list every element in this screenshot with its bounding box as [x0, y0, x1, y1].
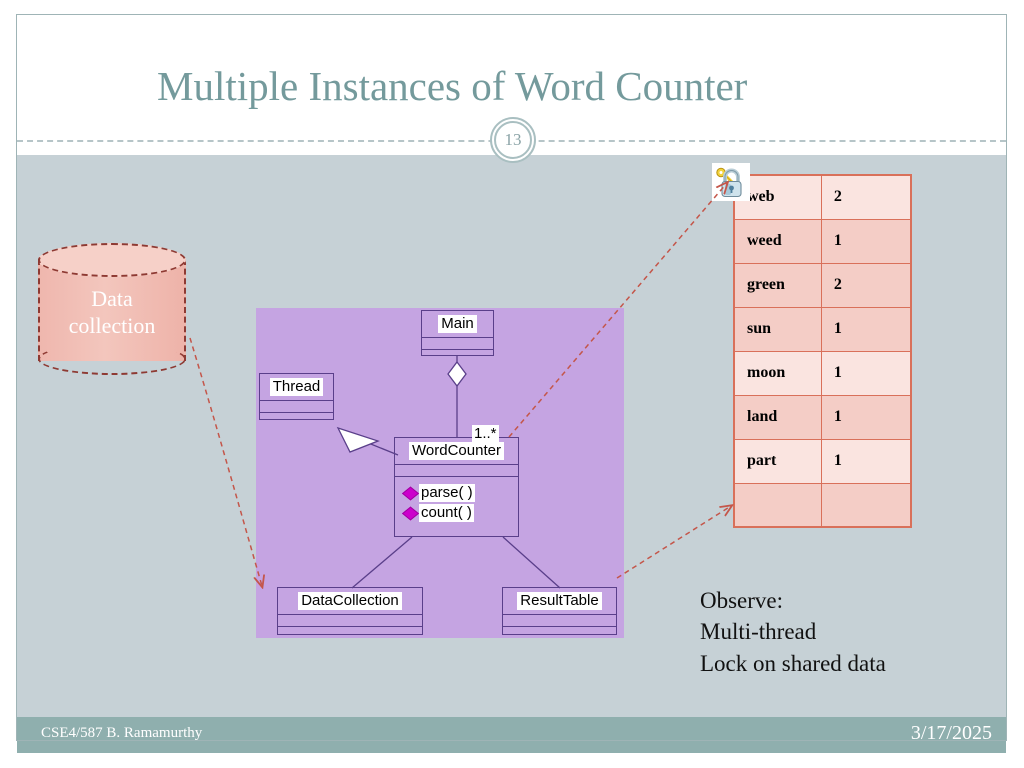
uml-main-attributes	[422, 338, 493, 349]
uml-class-main[interactable]: Main	[421, 310, 494, 356]
table-row: part 1	[733, 438, 912, 484]
table-cell-count: 1	[820, 306, 912, 352]
uml-main-sep-1	[422, 337, 493, 338]
uml-thread-sep-2	[260, 412, 333, 413]
uml-class-resulttable-name: ResultTable	[517, 591, 602, 611]
uml-method-row: parse( )	[401, 483, 518, 503]
table-cell-word	[733, 482, 822, 528]
uml-resulttable-attributes	[503, 615, 616, 626]
uml-class-datacollection-name: DataCollection	[298, 591, 402, 611]
page-number-text: 13	[504, 130, 522, 149]
uml-class-thread[interactable]: Thread	[259, 373, 334, 420]
table-row: web 2	[733, 174, 912, 220]
word-count-table-body: web 2 weed 1 green 2 sun 1 moon 1 land 1	[733, 174, 912, 528]
uml-class-resulttable-name-row: ResultTable	[503, 588, 616, 614]
uml-class-main-name: Main	[438, 314, 477, 334]
table-cell-count: 1	[820, 218, 912, 264]
uml-datacollection-attributes	[278, 615, 422, 626]
uml-datacollection-sep-2	[278, 626, 422, 627]
cylinder-label-line1: Data	[91, 286, 133, 311]
table-cell-count: 2	[820, 262, 912, 308]
method-bullet-diamond-icon	[401, 506, 420, 520]
table-row: moon 1	[733, 350, 912, 396]
page-number-badge: 13	[490, 117, 538, 165]
observe-line-3: Lock on shared data	[700, 650, 886, 676]
footer-date: 3/17/2025	[910, 722, 992, 744]
uml-class-datacollection-name-row: DataCollection	[278, 588, 422, 614]
cylinder-label: Data collection	[38, 285, 186, 340]
uml-method-parse: parse( )	[419, 484, 475, 502]
padlock-key-icon	[712, 163, 750, 201]
uml-class-datacollection[interactable]: DataCollection	[277, 587, 423, 635]
uml-thread-sep-1	[260, 400, 333, 401]
uml-main-sep-2	[422, 349, 493, 350]
table-cell-word: sun	[733, 306, 822, 352]
uml-wordcounter-methods: parse( ) count( )	[395, 477, 518, 527]
observe-notes: Observe: Multi-thread Lock on shared dat…	[700, 585, 886, 679]
table-row	[733, 482, 912, 528]
footer-course-label: CSE4/587 B. Ramamurthy	[41, 725, 203, 741]
table-row: weed 1	[733, 218, 912, 264]
data-collection-cylinder: Data collection	[38, 243, 186, 375]
observe-line-2: Multi-thread	[700, 619, 817, 645]
uml-class-wordcounter[interactable]: WordCounter parse( ) count( )	[394, 437, 519, 537]
uml-method-count: count( )	[419, 504, 474, 522]
table-cell-count: 1	[820, 438, 912, 484]
table-row: land 1	[733, 394, 912, 440]
observe-line-1: Observe:	[700, 588, 784, 613]
table-row: green 2	[733, 262, 912, 308]
table-cell-count	[820, 482, 912, 528]
uml-resulttable-sep-1	[503, 614, 616, 615]
uml-wordcounter-attributes	[395, 465, 518, 476]
footer-bar: CSE4/587 B. Ramamurthy 3/17/2025	[17, 717, 1006, 753]
table-cell-count: 2	[820, 174, 912, 220]
uml-wordcounter-sep-1	[395, 464, 518, 465]
uml-multiplicity-label: 1..*	[472, 425, 499, 442]
uml-resulttable-sep-2	[503, 626, 616, 627]
uml-method-row: count( )	[401, 503, 518, 523]
uml-class-thread-name-row: Thread	[260, 374, 333, 400]
cylinder-top-ellipse	[38, 243, 186, 277]
uml-class-resulttable[interactable]: ResultTable	[502, 587, 617, 635]
uml-class-wordcounter-name: WordCounter	[409, 441, 504, 461]
uml-wordcounter-sep-2	[395, 476, 518, 477]
uml-datacollection-sep-1	[278, 614, 422, 615]
uml-class-thread-name: Thread	[269, 377, 324, 397]
uml-thread-attributes	[260, 401, 333, 412]
method-bullet-diamond-icon	[401, 486, 420, 500]
table-cell-word: green	[733, 262, 822, 308]
table-cell-word: moon	[733, 350, 822, 396]
uml-class-wordcounter-name-row: WordCounter	[395, 438, 518, 464]
table-row: sun 1	[733, 306, 912, 352]
uml-class-main-name-row: Main	[422, 311, 493, 337]
page-number-ring-inner	[494, 121, 532, 159]
word-count-table: web 2 weed 1 green 2 sun 1 moon 1 land 1	[733, 174, 912, 528]
cylinder-bottom-ellipse	[38, 343, 186, 375]
table-cell-word: land	[733, 394, 822, 440]
page-title: Multiple Instances of Word Counter	[157, 63, 748, 109]
table-cell-count: 1	[820, 350, 912, 396]
table-cell-word: part	[733, 438, 822, 484]
table-cell-count: 1	[820, 394, 912, 440]
cylinder-label-line2: collection	[68, 313, 156, 339]
table-cell-word: weed	[733, 218, 822, 264]
